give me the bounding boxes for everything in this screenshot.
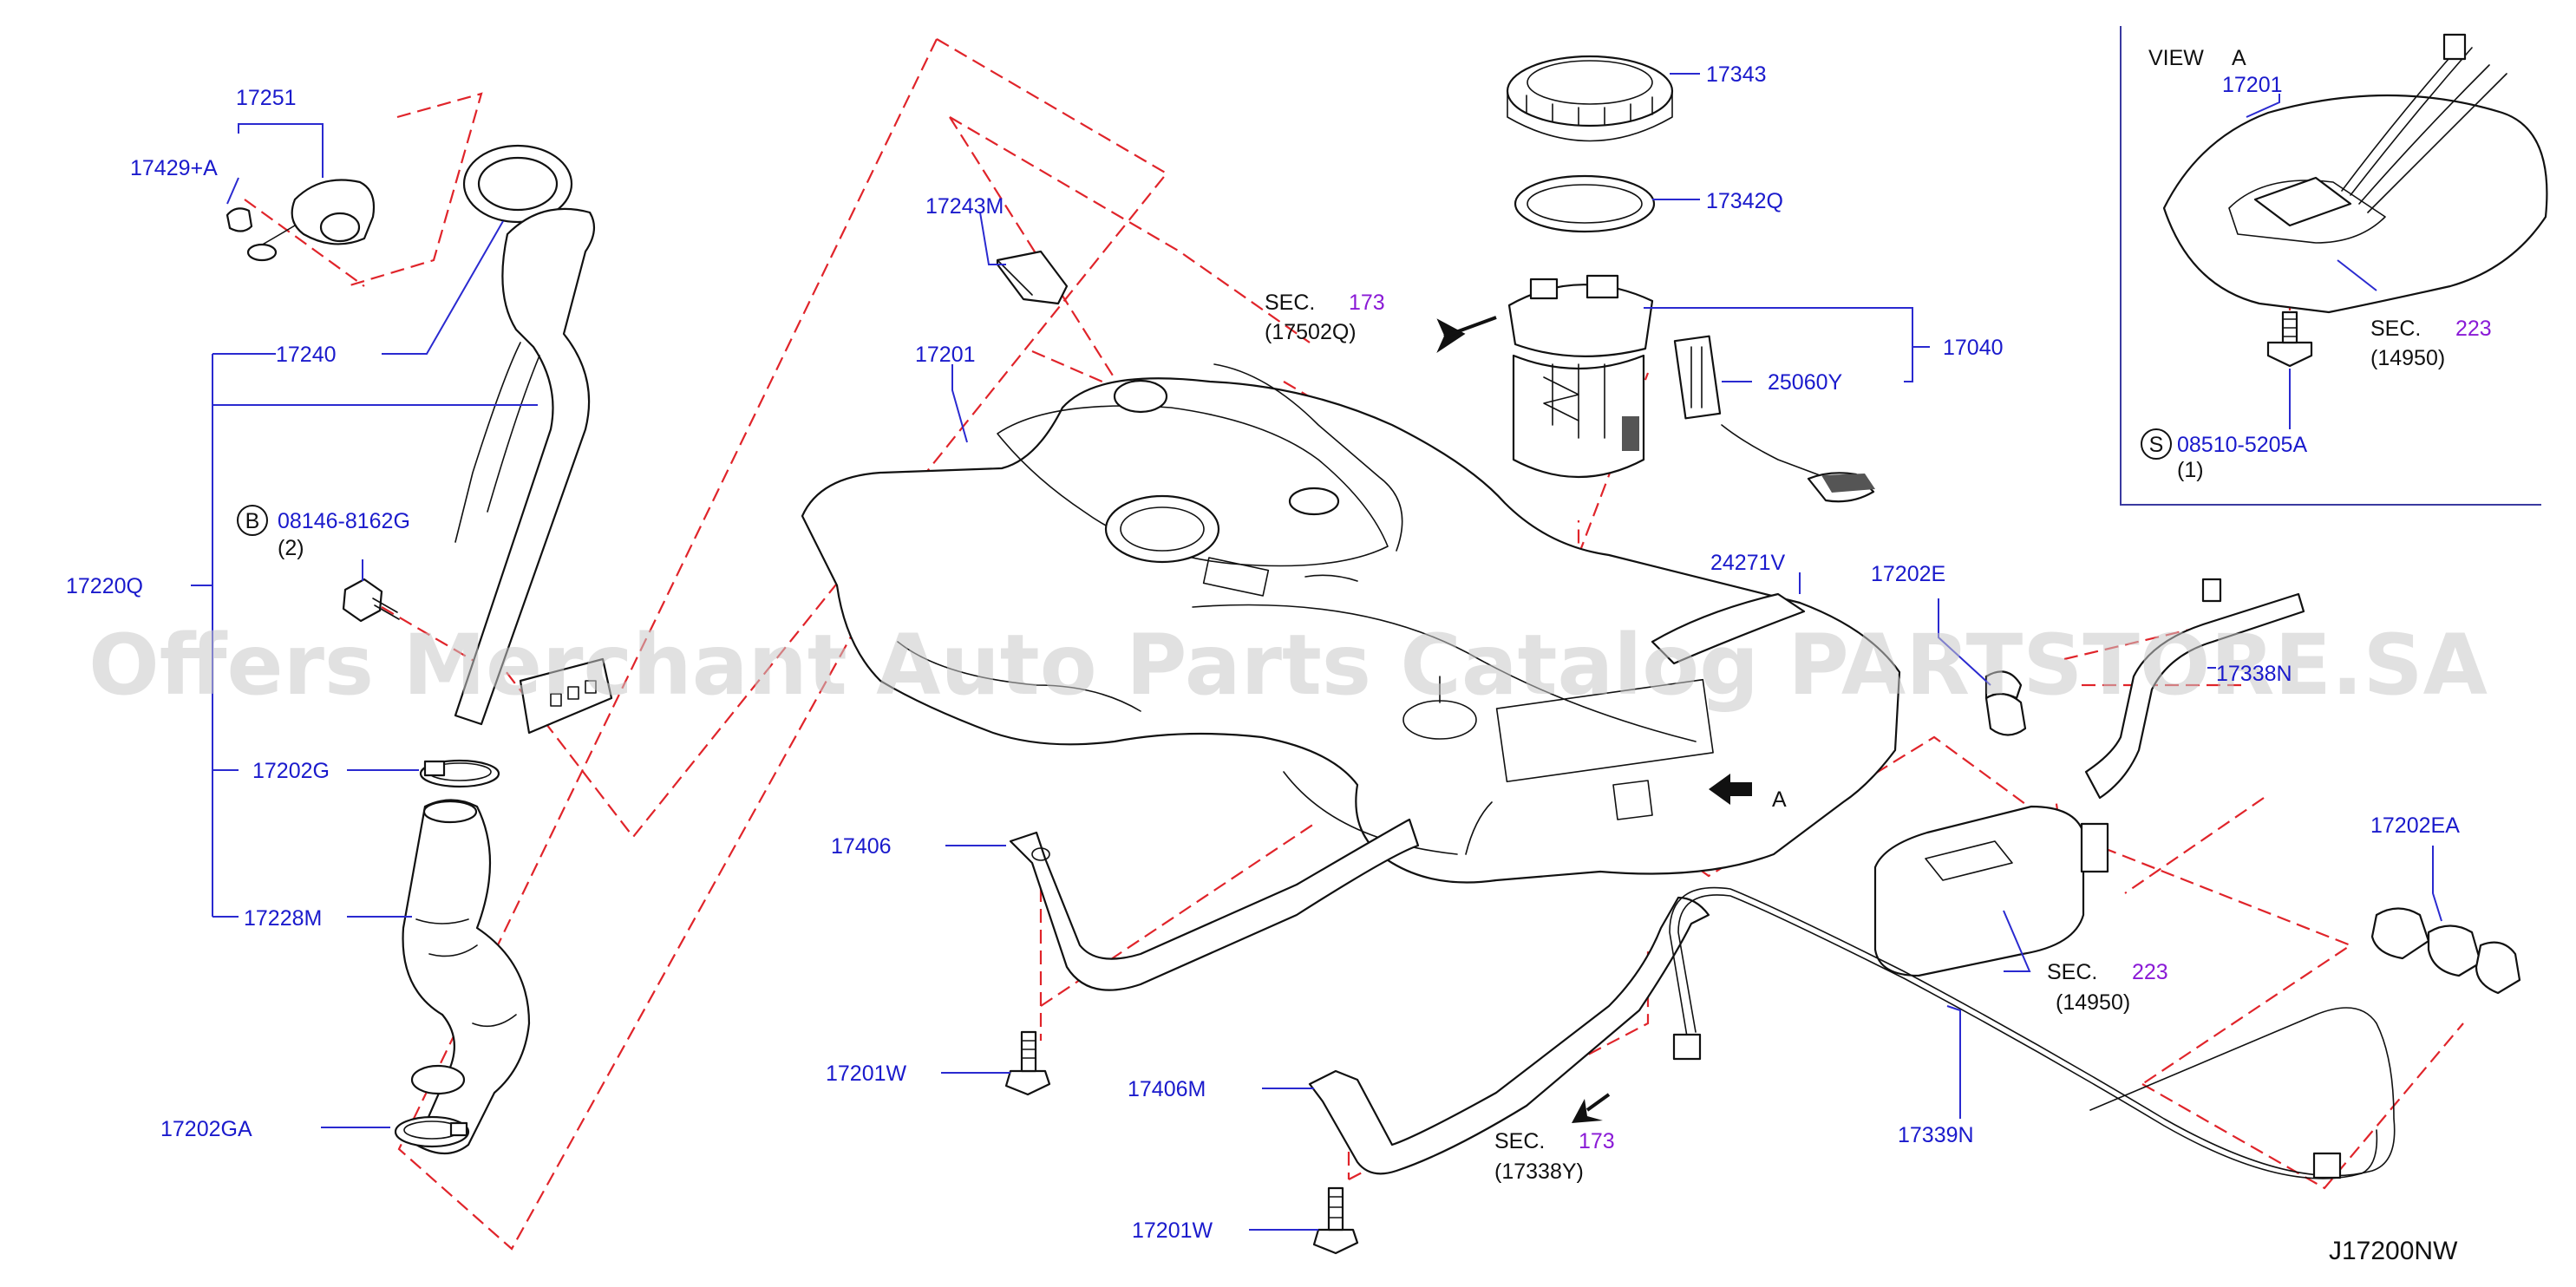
label-17243m: 17243M: [925, 194, 1004, 219]
tank-strap-front: [1009, 818, 1420, 991]
strap-bolt-lower: [1312, 1186, 1359, 1255]
label-17228m: 17228M: [244, 906, 322, 931]
sec173-bottom-ref: (17338Y): [1494, 1160, 1584, 1184]
pump-gasket: [1514, 174, 1656, 233]
label-25060y: 25060Y: [1768, 370, 1843, 395]
label-17202e: 17202E: [1871, 562, 1945, 586]
part-drawings: [226, 33, 2548, 1255]
cap-tether: [226, 207, 278, 262]
tank-strap-rear: [1308, 896, 1710, 1175]
label-17338n: 17338N: [2216, 662, 2292, 686]
evap-canister: [1873, 805, 2109, 977]
leader-lines: [191, 73, 2442, 1231]
label-17240: 17240: [276, 343, 337, 367]
view-a-tank-detail: [2162, 33, 2548, 368]
sec173-bottom-word: SEC.: [1494, 1129, 1545, 1153]
vapor-tube: [1669, 886, 2396, 1179]
hose-clip-e: [1984, 670, 2027, 736]
label-view-a-17201: 17201: [2222, 73, 2283, 97]
label-17251: 17251: [236, 86, 297, 110]
bolt-b: [342, 578, 400, 623]
fuel-pump-module: [1507, 274, 1654, 478]
bolt-b-circle: [237, 505, 268, 536]
view-a-title: VIEW: [2148, 46, 2204, 70]
filler-neck-pipe: [454, 207, 613, 735]
screw-s-letter: S: [2149, 433, 2164, 457]
bracket-17243m: [996, 250, 1069, 305]
view-a-letter: A: [2232, 46, 2246, 70]
strap-bolt-upper: [1004, 1030, 1051, 1096]
label-08146-qty: (2): [278, 536, 304, 560]
bolt-b-letter: B: [245, 509, 260, 533]
label-17342q: 17342Q: [1706, 189, 1783, 213]
label-08510-qty: (1): [2177, 458, 2204, 482]
fuel-level-sensor: [1673, 335, 1875, 503]
diagram-code: J17200NW: [2329, 1237, 2458, 1265]
sec173-top-word: SEC.: [1265, 291, 1315, 315]
view-a-frame: VIEW A: [2120, 26, 2541, 506]
label-17343: 17343: [1706, 62, 1767, 87]
sec173-top-ref: (17502Q): [1265, 320, 1357, 344]
filler-hose: [402, 799, 531, 1154]
sec223-mid-word: SEC.: [2047, 960, 2097, 984]
label-17406m: 17406M: [1128, 1077, 1206, 1101]
filler-cap: [252, 179, 376, 251]
label-17202g: 17202G: [252, 759, 330, 783]
label-17040: 17040: [1943, 336, 2004, 360]
label-17406: 17406: [831, 834, 892, 859]
sec223-mid-number: 223: [2132, 960, 2168, 984]
label-17429a: 17429+A: [130, 156, 218, 180]
label-17339n: 17339N: [1898, 1123, 1974, 1147]
label-17202ea: 17202EA: [2370, 813, 2460, 838]
sec223-view-number: 223: [2455, 317, 2492, 341]
watermark: Offers Merchant Auto Parts Catalog PARTS…: [88, 617, 2488, 714]
sec223-mid-ref: (14950): [2056, 990, 2130, 1015]
heat-shield: [1651, 592, 1806, 665]
screw-s-circle: [2141, 428, 2172, 460]
label-17201w-upper: 17201W: [826, 1062, 907, 1086]
label-24271v: 24271V: [1710, 551, 1786, 575]
sec223-view-ref: (14950): [2370, 346, 2445, 370]
section-references: SEC. 173 (17502Q) SEC. 173 (17338Y) SEC.…: [1265, 291, 2492, 1184]
arrow-sec173-top: [1436, 316, 1497, 354]
label-08510-5205a: 08510-5205A: [2177, 433, 2307, 457]
callout-circles: B S: [237, 428, 2172, 536]
hose-clip-ea: [2370, 907, 2521, 995]
vent-hose: [2084, 578, 2305, 800]
sec173-bottom-number: 173: [1579, 1129, 1615, 1153]
arrow-sec173-bottom: [1572, 1093, 1611, 1123]
sec223-view-word: SEC.: [2370, 317, 2421, 341]
label-17220q: 17220Q: [66, 574, 143, 598]
label-17201: 17201: [915, 343, 976, 367]
fuel-tank: [801, 363, 1901, 884]
label-08146-8162g: 08146-8162G: [278, 509, 410, 533]
label-17201w-lower: 17201W: [1132, 1218, 1213, 1243]
filler-ring: [462, 144, 573, 224]
view-a-arrow: [1709, 774, 1752, 805]
label-view-arrow-a: A: [1772, 787, 1787, 812]
label-17202ga: 17202GA: [160, 1117, 252, 1141]
hose-clamp-lower: [394, 1115, 470, 1148]
part-labels: 17251 17429+A 17240 17220Q 08146-8162G (…: [66, 62, 2460, 1243]
lock-ring: [1506, 55, 1674, 142]
sec173-top-number: 173: [1349, 291, 1385, 315]
hose-clamp-upper: [419, 759, 500, 788]
